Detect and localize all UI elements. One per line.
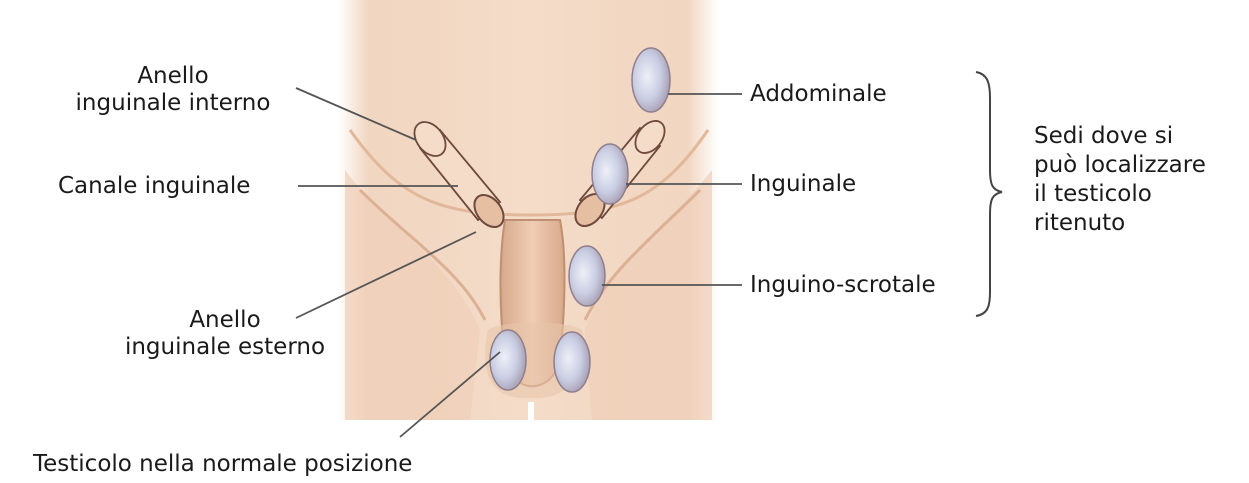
label-inguino-scrotal: Inguino-scrotale [750, 272, 936, 299]
label-abdominal: Addominale [750, 81, 887, 108]
testis-abdominal [632, 48, 670, 112]
label-inguinal-canal: Canale inguinale [58, 173, 250, 200]
grouping-brace [976, 72, 1002, 316]
testis-normal-left [490, 330, 526, 390]
label-internal-ring: Anello inguinale interno [48, 63, 298, 117]
midline-gap [528, 402, 534, 420]
label-external-ring: Anello inguinale esterno [100, 307, 350, 361]
label-inguinal: Inguinale [750, 171, 856, 198]
testis-normal-right [554, 332, 590, 392]
testis-inguinal [592, 144, 628, 204]
label-sites-note: Sedi dove si può localizzare il testicol… [1034, 122, 1206, 238]
label-normal-position: Testicolo nella normale posizione [33, 451, 412, 478]
testis-inguino-scrotal [569, 246, 605, 306]
